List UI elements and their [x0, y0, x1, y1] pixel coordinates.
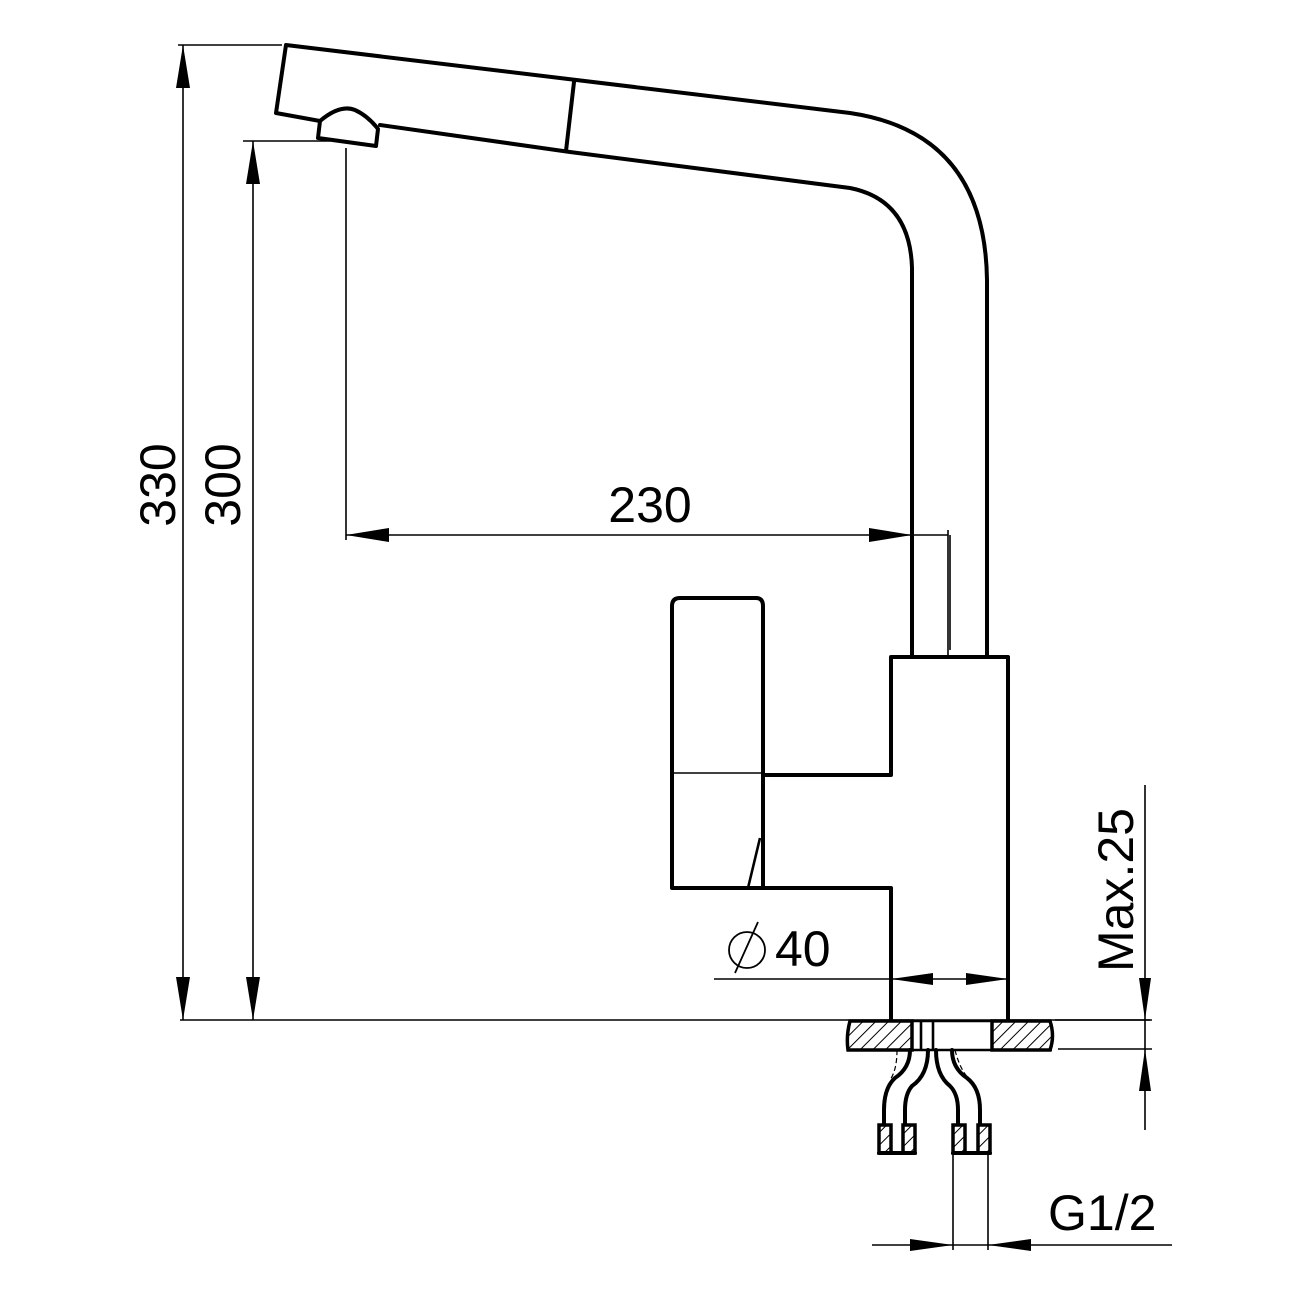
hose-fitting-right-b: [976, 1123, 992, 1155]
dimension-spout-height: 300: [195, 140, 330, 1020]
dimension-spout-reach: 230: [345, 148, 949, 655]
dimension-label-max25: Max.25: [1088, 808, 1144, 972]
dimension-label-300: 300: [195, 443, 251, 526]
diameter-symbol-icon: [728, 931, 766, 969]
lever-handle: [670, 596, 765, 890]
supply-hoses: [877, 1021, 992, 1155]
hose-fitting-left-a: [877, 1123, 893, 1155]
spout: [274, 43, 989, 659]
countertop-right: [990, 1019, 1055, 1052]
hose-fitting-right-a: [951, 1123, 967, 1155]
lever-notch: [746, 837, 762, 889]
dimension-label-40: 40: [775, 921, 831, 977]
dimension-base-diameter: 40: [714, 921, 1008, 985]
countertop-left: [845, 1019, 914, 1052]
hose-fitting-left-b: [901, 1123, 917, 1155]
dimension-label-330: 330: [130, 443, 186, 526]
dimension-max-counter-thickness: Max.25: [1055, 785, 1152, 1130]
dimension-label-g12: G1/2: [1048, 1185, 1156, 1241]
dimension-total-height: 330: [130, 44, 282, 1020]
countertop-section: [180, 1019, 1150, 1052]
spout-segment-line: [564, 80, 576, 153]
faucet-body: [761, 655, 1010, 1022]
aerator: [316, 106, 380, 148]
dimension-label-230: 230: [608, 477, 691, 533]
dimension-connection-thread: G1/2: [872, 1155, 1172, 1251]
faucet-outline: [274, 43, 1010, 1022]
